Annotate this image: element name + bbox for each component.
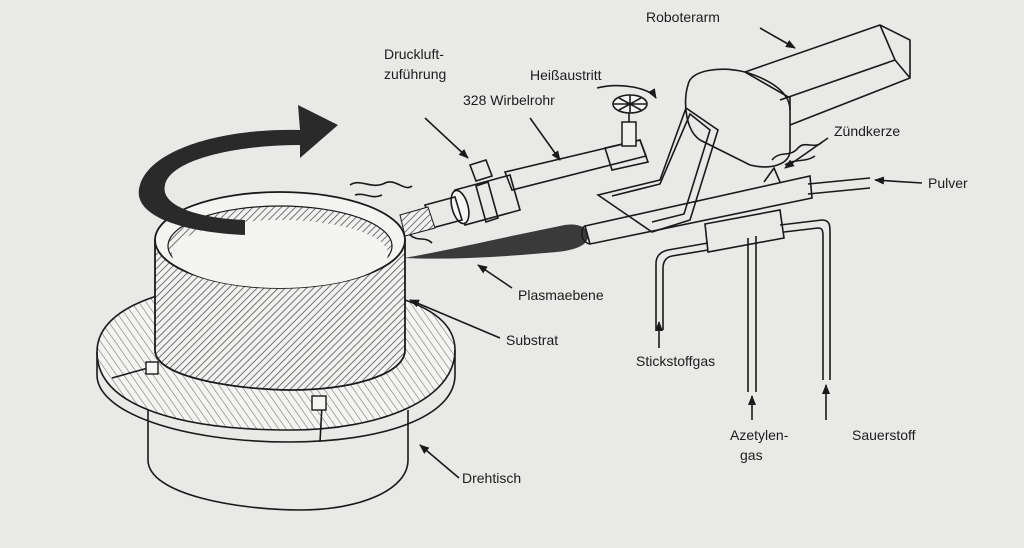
- label-plasmaebene: Plasmaebene: [518, 287, 604, 303]
- leader-zuendkerze: [784, 137, 829, 169]
- leader-roboterarm: [759, 27, 796, 49]
- label-wirbelrohr: 328 Wirbelrohr: [463, 92, 555, 108]
- label-zuendkerze: Zündkerze: [834, 123, 900, 139]
- clamp-front: [311, 395, 327, 411]
- spray-gun: [580, 141, 871, 253]
- label-azetylen-2: gas: [740, 447, 763, 463]
- leader-lines: [409, 27, 923, 479]
- leader-druckluft: [424, 117, 469, 159]
- label-azetylen-1: Azetylen-: [730, 427, 789, 443]
- label-substrat: Substrat: [506, 332, 558, 348]
- leader-substrat: [409, 299, 501, 339]
- substrate-cylinder: [154, 191, 406, 391]
- leader-wirbelrohr: [529, 117, 561, 161]
- rotation-arrow-icon: [138, 105, 338, 235]
- leader-pulver: [874, 176, 923, 185]
- vortex-tube: [349, 94, 650, 244]
- label-roboterarm: Roboterarm: [646, 9, 720, 25]
- label-stickstoffgas: Stickstoffgas: [636, 353, 715, 369]
- labels: Roboterarm Druckluft- zuführung Heißaust…: [384, 9, 968, 486]
- label-drehtisch: Drehtisch: [462, 470, 521, 486]
- label-druckluft-2: zuführung: [384, 66, 446, 82]
- plasma-jet: [404, 224, 589, 259]
- clamp-left: [145, 361, 159, 375]
- label-pulver: Pulver: [928, 175, 968, 191]
- leader-drehtisch: [419, 444, 460, 479]
- robot-arm: [596, 24, 911, 233]
- leader-heissaustritt: [596, 84, 657, 99]
- label-sauerstoff: Sauerstoff: [852, 427, 916, 443]
- leader-plasmaebene: [477, 264, 513, 289]
- label-druckluft-1: Druckluft-: [384, 46, 444, 62]
- label-heissaustritt: Heißaustritt: [530, 67, 602, 83]
- gas-pipes: [655, 219, 831, 392]
